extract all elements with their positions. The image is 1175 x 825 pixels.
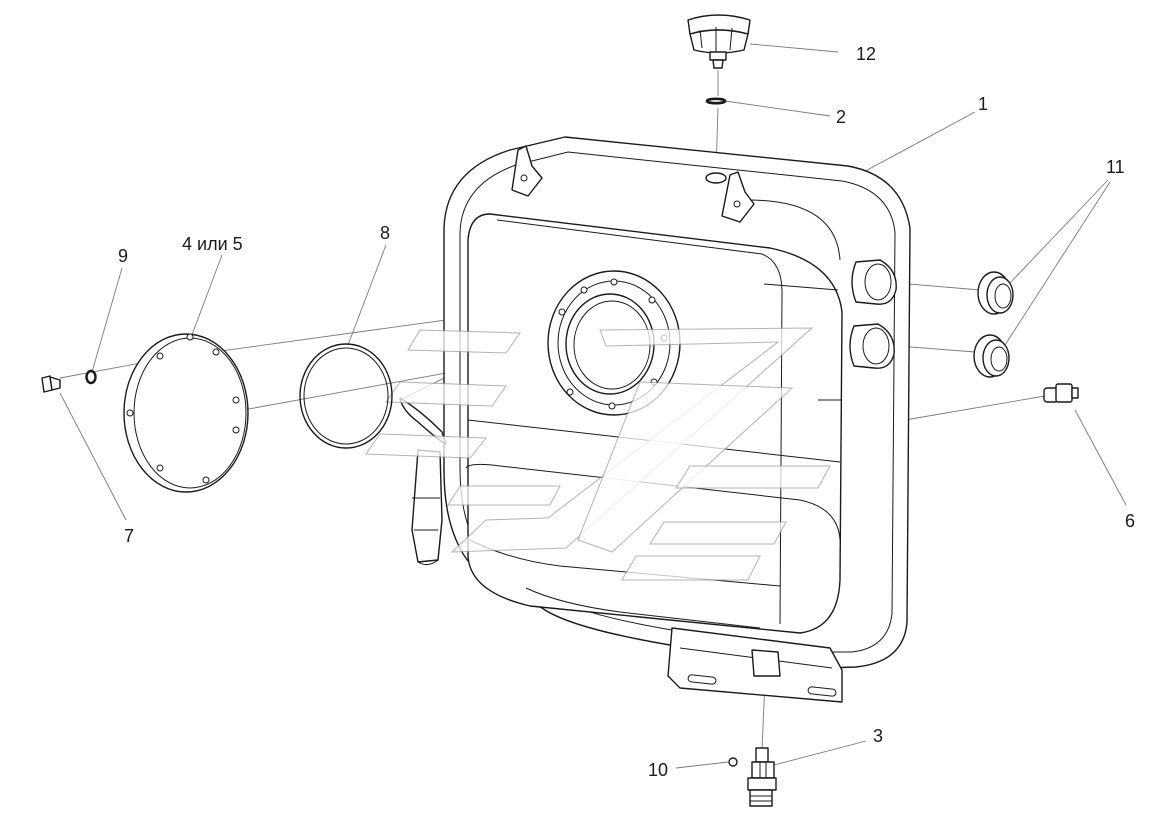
cap-gasket	[705, 97, 727, 105]
label-8: 8	[380, 223, 390, 243]
label-12: 12	[856, 44, 876, 64]
label-7: 7	[124, 526, 134, 546]
label-2: 2	[836, 107, 846, 127]
label-1: 1	[978, 94, 988, 114]
side-plug-lower	[973, 334, 1010, 378]
plug-bolt	[41, 375, 61, 393]
side-plug-upper	[977, 271, 1014, 315]
label-11: 11	[1106, 157, 1125, 177]
label-6: 6	[1125, 511, 1135, 531]
hatch-cover	[123, 333, 249, 493]
label-9: 9	[118, 246, 128, 266]
label-4-or-5: 4 или 5	[182, 234, 243, 254]
drain-valve	[747, 747, 777, 807]
label-10: 10	[648, 760, 668, 780]
filler-cap	[687, 14, 751, 69]
label-3: 3	[873, 726, 883, 746]
drain-ball	[728, 757, 738, 767]
watermark-logo	[365, 327, 831, 581]
hatch-seal-ring	[299, 343, 393, 449]
callout-labels: 12 2 1 11 8 4 или 5 9 6 7 3 10	[118, 44, 1135, 780]
washer	[85, 369, 97, 385]
level-sensor	[1043, 383, 1079, 403]
